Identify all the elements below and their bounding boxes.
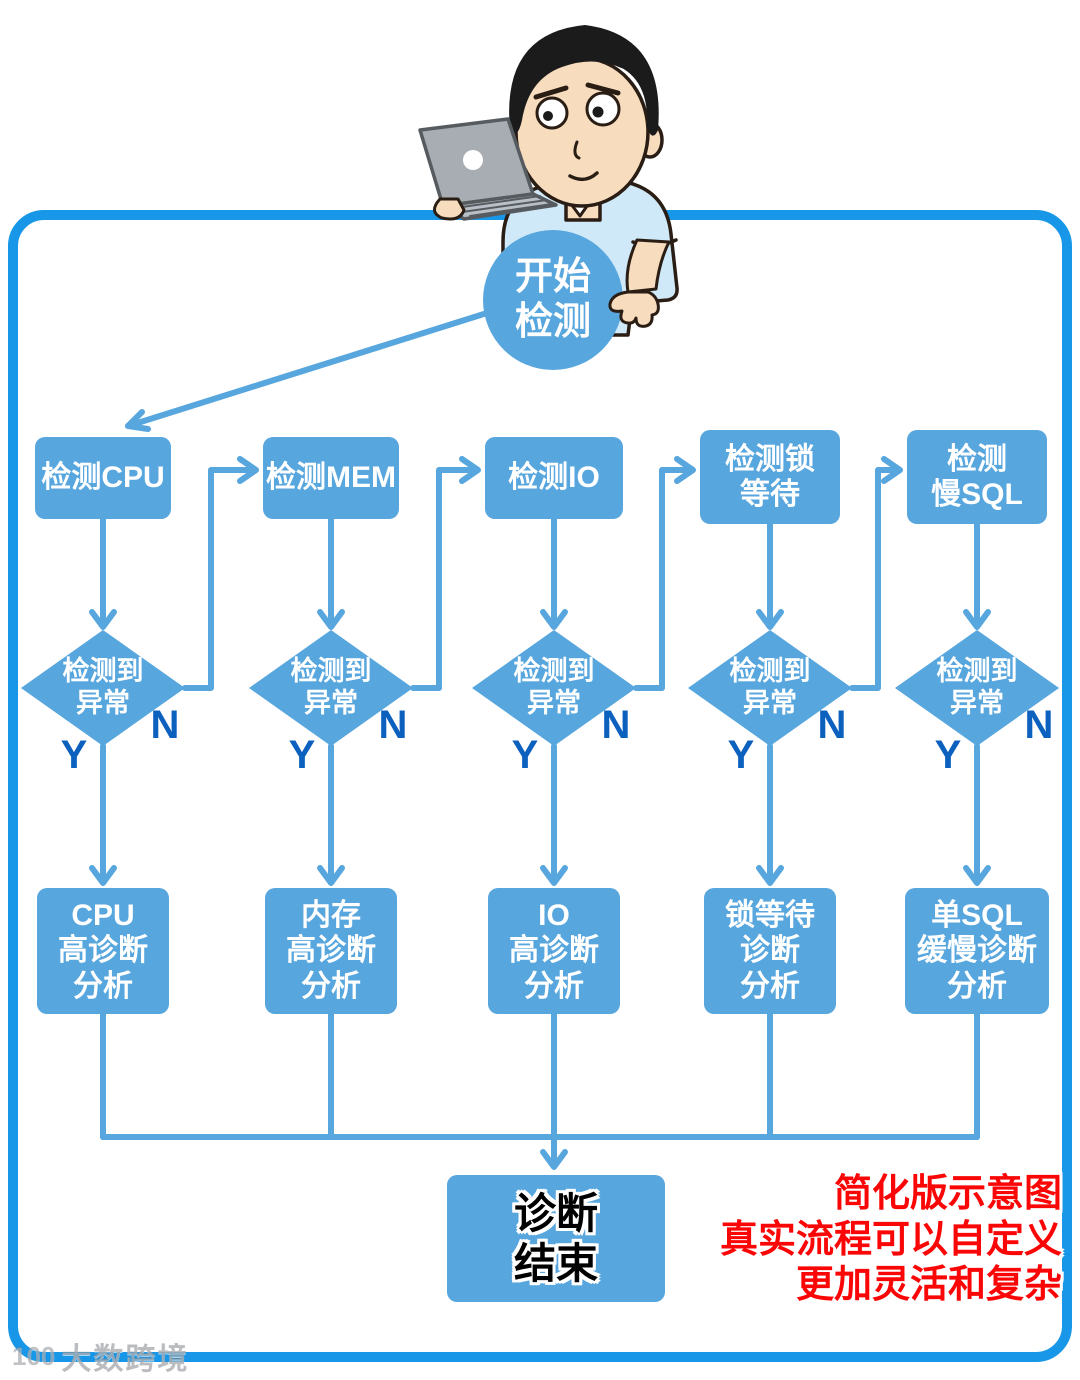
detect-box-slow-sql: 检测 慢SQL [907, 430, 1047, 524]
label-yes: Y [288, 733, 316, 777]
person-hair [509, 25, 659, 136]
pupil-left [543, 111, 553, 121]
watermark-logo: 100 [12, 1340, 56, 1371]
decision-label: 检测到 异常 [290, 656, 372, 718]
analysis-label: 单SQL 缓慢诊断 分析 [917, 898, 1037, 1003]
person-mouth [568, 171, 599, 182]
label-no: N [1024, 703, 1054, 747]
label-no: N [378, 703, 408, 747]
decision-label: 检测到 异常 [513, 656, 595, 718]
start-node: 开始 检测 [483, 230, 623, 370]
laptop-screen [418, 117, 535, 208]
label-yes: Y [60, 733, 88, 777]
watermark: 100 大数跨境 [12, 1334, 189, 1378]
end-label: 诊断 结束 [513, 1189, 598, 1287]
eye-right [585, 91, 621, 127]
person-nose [573, 140, 581, 160]
detect-label: 检测MEM [266, 461, 396, 495]
label-yes: Y [934, 733, 962, 777]
label-no: N [150, 703, 180, 747]
detect-label: 检测锁 等待 [725, 442, 815, 511]
start-label: 开始 检测 [514, 256, 591, 343]
person-face [514, 56, 650, 208]
analysis-label: 内存 高诊断 分析 [286, 898, 376, 1003]
decision-label: 检测到 异常 [936, 656, 1018, 718]
label-yes: Y [727, 733, 755, 777]
eyebrow-right [585, 82, 621, 96]
detect-box-io: 检测IO [485, 437, 623, 519]
analysis-box-slow-sql: 单SQL 缓慢诊断 分析 [905, 888, 1049, 1014]
analysis-box-io: IO 高诊断 分析 [488, 888, 620, 1014]
eye-left [535, 96, 569, 130]
pupil-right [592, 106, 604, 118]
analysis-box-lock-wait: 锁等待 诊断 分析 [704, 888, 836, 1014]
detect-label: 检测IO [508, 461, 600, 495]
detect-box-cpu: 检测CPU [35, 437, 171, 519]
laptop-icon [418, 117, 558, 221]
eyebrow-left [533, 85, 569, 100]
end-node: 诊断 结束 [447, 1175, 665, 1302]
detect-label: 检测CPU [41, 461, 165, 495]
analysis-label: 锁等待 诊断 分析 [725, 898, 815, 1003]
analysis-box-mem: 内存 高诊断 分析 [265, 888, 397, 1014]
label-no: N [601, 703, 631, 747]
watermark-brand: 大数跨境 [61, 1343, 190, 1376]
decision-label: 检测到 异常 [62, 656, 144, 718]
note-text: 简化版示意图 真实流程可以自定义 更加灵活和复杂 [719, 1173, 1062, 1307]
analysis-box-cpu: CPU 高诊断 分析 [37, 888, 169, 1014]
label-yes: Y [511, 733, 539, 777]
detect-label: 检测 慢SQL [931, 442, 1023, 511]
detect-box-lock-wait: 检测锁 等待 [700, 430, 840, 524]
analysis-label: CPU 高诊断 分析 [58, 898, 148, 1003]
laptop-logo [463, 150, 483, 170]
decision-label: 检测到 异常 [729, 656, 811, 718]
detect-box-mem: 检测MEM [263, 437, 399, 519]
person-ear [636, 121, 664, 159]
label-no: N [817, 703, 847, 747]
analysis-label: IO 高诊断 分析 [509, 898, 599, 1003]
